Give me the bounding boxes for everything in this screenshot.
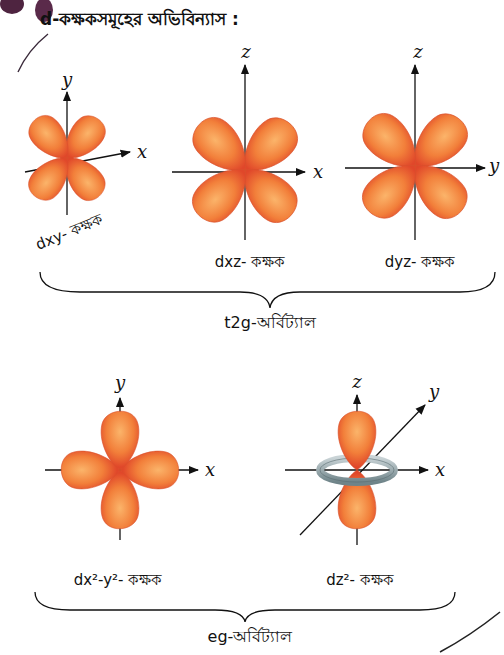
group-brace: [35, 592, 455, 622]
axis-label: z: [241, 42, 250, 62]
orbital-lobe: [185, 155, 260, 230]
axis-label: x: [435, 460, 445, 480]
orbital-name: dz²- কক্ষক: [326, 572, 394, 589]
orbital-lobe: [23, 148, 80, 207]
group-label: eg-অর্বিট্যাল: [208, 628, 293, 646]
axis-label: z: [413, 42, 422, 62]
orbital-lobe: [338, 411, 376, 470]
group-brace: [40, 272, 495, 308]
axis-label: z: [352, 372, 361, 392]
orbital-name: dxz- কক্ষক: [215, 254, 285, 271]
axis-label: y: [489, 156, 499, 176]
axis-label: x: [137, 142, 147, 162]
dx2-y2-orbital: [45, 398, 198, 540]
orbital-name: dx²-y²- কক্ষক: [74, 572, 163, 589]
orbital-lobe: [101, 411, 139, 470]
axis-label: y: [115, 373, 125, 393]
check-mark: [440, 612, 500, 652]
axis-label: x: [313, 162, 323, 182]
diagram-title: d-কক্ষকসমূহের অভিবিন্যাস :: [40, 10, 239, 29]
dz2-orbital: [285, 395, 428, 545]
dxy-orbital: [23, 92, 130, 215]
orbital-lobe: [355, 151, 430, 226]
dxz-orbital: [172, 65, 305, 240]
pen-stroke: [18, 34, 48, 72]
dyz-orbital: [345, 65, 485, 240]
axis-line: [300, 405, 425, 535]
decor-blob: [0, 0, 24, 14]
orbital-name: dyz- কক্ষক: [385, 254, 455, 271]
group-label: t2g-অর্বিট্যাল: [224, 314, 315, 332]
orbital-name: dxy- কক্ষক: [34, 211, 106, 253]
axis-label: y: [62, 70, 72, 90]
axis-label: x: [205, 460, 215, 480]
axis-label: y: [429, 382, 439, 402]
